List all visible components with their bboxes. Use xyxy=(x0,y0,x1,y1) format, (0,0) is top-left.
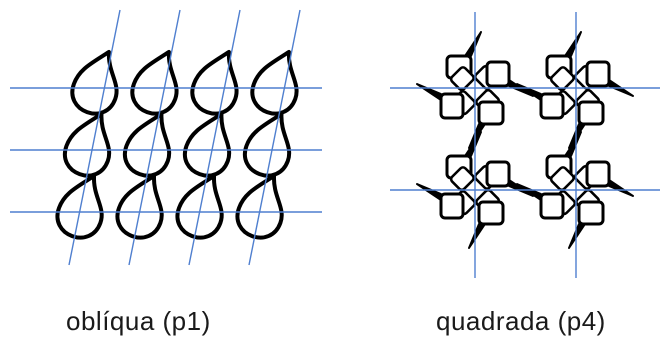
pinwheel-arm xyxy=(516,83,565,120)
teardrop-motif xyxy=(55,173,104,240)
pinwheel-square xyxy=(485,160,511,188)
pinwheel-square xyxy=(539,92,565,120)
pinwheel-spike xyxy=(416,183,442,201)
pinwheel-arm xyxy=(468,200,505,249)
pinwheel-arm-inner xyxy=(549,66,575,92)
pinwheel-spike xyxy=(568,223,586,249)
teardrop-motif xyxy=(115,173,164,240)
pinwheel-square xyxy=(439,192,465,220)
pinwheel-spike xyxy=(568,123,586,149)
teardrop-motif xyxy=(242,111,292,178)
pinwheel-arm-inner xyxy=(549,166,575,192)
oblique-lattice-caption: oblíqua (p1) xyxy=(66,306,211,336)
square-lattice-caption: quadrada (p4) xyxy=(436,306,606,336)
pinwheel-arm xyxy=(416,183,465,220)
pinwheel-spike xyxy=(508,179,534,197)
pinwheel-motif xyxy=(516,31,634,149)
teardrop-motif xyxy=(250,49,299,116)
pinwheel-arm xyxy=(568,100,605,149)
oblique-lattice-diagram xyxy=(10,9,322,266)
lattice-line-oblique xyxy=(248,9,301,266)
pinwheel-spike xyxy=(608,179,634,197)
pinwheel-arm xyxy=(568,200,605,249)
pinwheel-spike xyxy=(516,83,542,101)
pinwheel-square xyxy=(585,60,611,88)
pinwheel-arm xyxy=(485,160,534,197)
pinwheel-square xyxy=(585,160,611,188)
lattice-line-oblique xyxy=(68,9,121,266)
pinwheel-motif xyxy=(416,131,534,249)
teardrop-motif xyxy=(70,49,119,116)
pinwheel-arm xyxy=(468,100,505,149)
pinwheel-spike xyxy=(564,131,582,157)
pinwheel-arm-inner xyxy=(449,166,475,192)
oblique-lattice-panel: oblíqua (p1) xyxy=(10,9,322,336)
teardrop-motif xyxy=(235,173,284,240)
pinwheel-arm-inner xyxy=(449,66,475,92)
teardrop-motif xyxy=(130,49,179,116)
pinwheel-square xyxy=(477,200,505,226)
pinwheel-square xyxy=(449,66,475,92)
pinwheel-square xyxy=(485,60,511,88)
pinwheel-square xyxy=(577,200,605,226)
pinwheel-square xyxy=(439,92,465,120)
pinwheel-spike xyxy=(464,131,482,157)
teardrop-motif xyxy=(62,111,112,178)
pinwheel-spike xyxy=(464,31,482,57)
pinwheel-square xyxy=(577,100,605,126)
pinwheel-spike xyxy=(468,223,486,249)
teardrop-motif xyxy=(190,49,239,116)
pinwheel-square xyxy=(549,166,575,192)
teardrop-motif xyxy=(175,173,224,240)
pinwheel-square xyxy=(477,100,505,126)
pinwheel-spike xyxy=(416,83,442,101)
square-lattice-diagram xyxy=(390,12,660,278)
pinwheel-square xyxy=(549,66,575,92)
teardrop-motif xyxy=(182,111,232,178)
pinwheel-arm xyxy=(485,60,534,97)
pinwheel-spike xyxy=(516,183,542,201)
pinwheel-spike xyxy=(564,31,582,57)
pinwheel-arm xyxy=(416,83,465,120)
pinwheel-square xyxy=(539,192,565,220)
square-lattice-panel: quadrada (p4) xyxy=(340,0,661,349)
pinwheel-arm xyxy=(585,160,634,197)
pinwheel-spike xyxy=(468,123,486,149)
lattice-line-oblique xyxy=(188,9,241,266)
pinwheel-square xyxy=(449,166,475,192)
teardrop-motif xyxy=(122,111,172,178)
pinwheel-motif xyxy=(516,131,634,249)
pinwheel-arm xyxy=(516,183,565,220)
pinwheel-arm xyxy=(585,60,634,97)
lattice-line-oblique xyxy=(128,9,181,266)
